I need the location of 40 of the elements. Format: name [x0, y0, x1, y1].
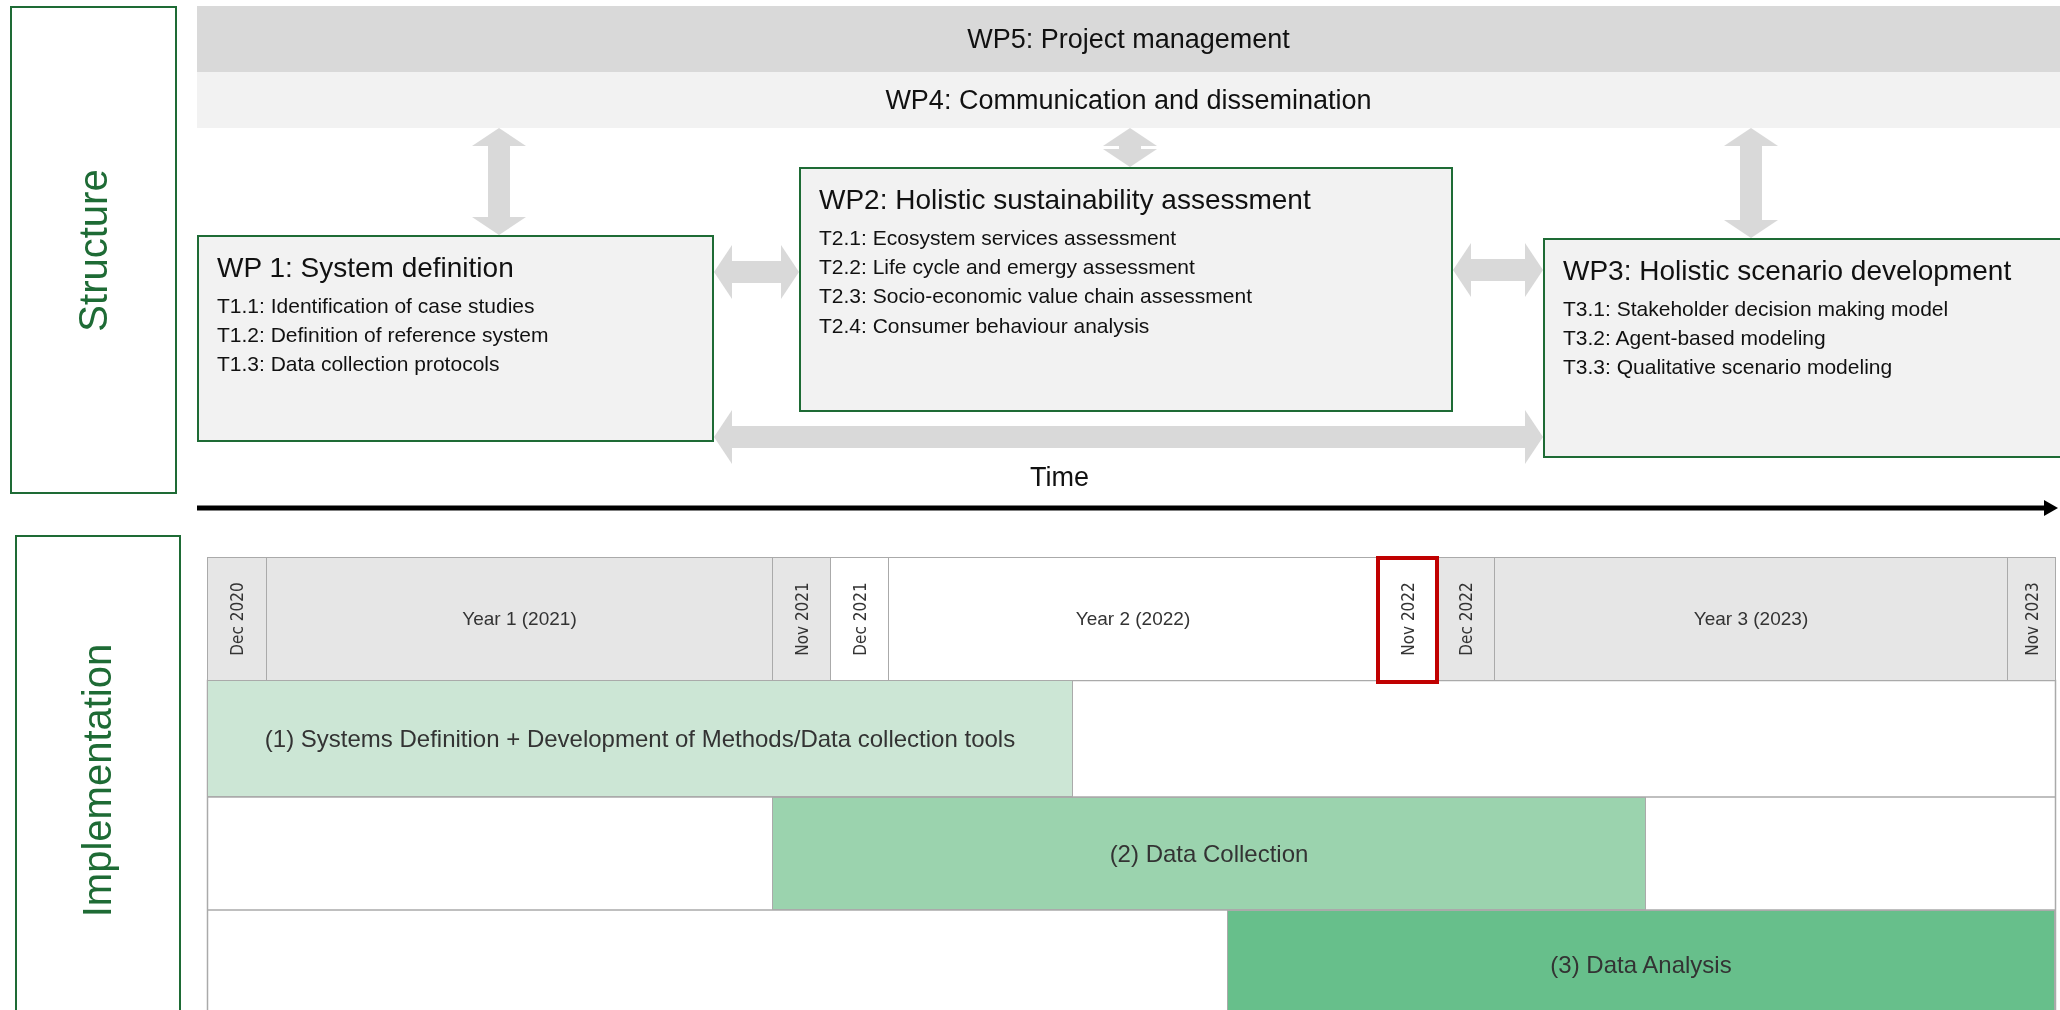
phase-bar: (3) Data Analysis — [1227, 910, 2055, 1010]
task-label: T2.3: Socio-economic value chain assessment — [819, 283, 1254, 310]
double-arrow — [1103, 128, 1157, 167]
task-label: T1.2: Definition of reference system — [217, 322, 550, 348]
phase-bar: (2) Data Collection — [772, 797, 1646, 910]
header-cell: Year 1 (2021) — [266, 557, 773, 681]
work-package-title: WP2: Holistic sustainability assessment — [819, 183, 1312, 217]
task-label: T1.1: Identification of case studies — [217, 292, 536, 319]
header-cell: Year 2 (2022) — [888, 557, 1378, 681]
task-label: T3.3: Qualitative scenario modeling — [1563, 354, 1894, 381]
axis-label: Time — [1030, 462, 1089, 493]
task-label: T2.2: Life cycle and emergy assessment — [819, 254, 1196, 280]
task-label: T2.1: Ecosystem services assessment — [819, 224, 1178, 251]
header-cell: Dec 2020 — [207, 557, 267, 681]
task-label: T3.2: Agent-based modeling — [1563, 325, 1827, 351]
double-arrow — [1724, 128, 1778, 238]
phase-bar: (1) Systems Definition + Development of Methods/Data collection tools — [207, 680, 1073, 797]
task-label: T2.4: Consumer behaviour analysis — [819, 312, 1151, 339]
section-label-box — [15, 535, 181, 1010]
work-package-box — [799, 167, 1453, 412]
work-package-title: WP3: Holistic scenario development — [1563, 254, 2013, 288]
header-cell: Nov 2021 — [772, 557, 831, 681]
header-cell: Dec 2022 — [1437, 557, 1495, 681]
work-package-band: WP4: Communication and dissemination — [197, 72, 2060, 128]
work-package-box — [197, 235, 714, 442]
section-title: Structure — [71, 168, 116, 332]
header-cell: Dec 2021 — [830, 557, 889, 681]
header-cell: Nov 2023 — [2007, 557, 2056, 681]
header-cell: Year 3 (2023) — [1494, 557, 2008, 681]
double-arrow — [714, 410, 1543, 464]
section-title: Implementation — [75, 643, 121, 917]
double-arrow — [714, 245, 799, 299]
double-arrow — [1453, 243, 1543, 297]
task-label: T3.1: Stakeholder decision making model — [1563, 295, 1950, 322]
section-label-box — [10, 6, 177, 494]
work-package-title: WP 1: System definition — [217, 251, 515, 285]
task-label: T1.3: Data collection protocols — [217, 351, 501, 378]
work-package-box — [1543, 238, 2060, 458]
work-package-band: WP5: Project management — [197, 6, 2060, 72]
double-arrow — [472, 128, 526, 235]
